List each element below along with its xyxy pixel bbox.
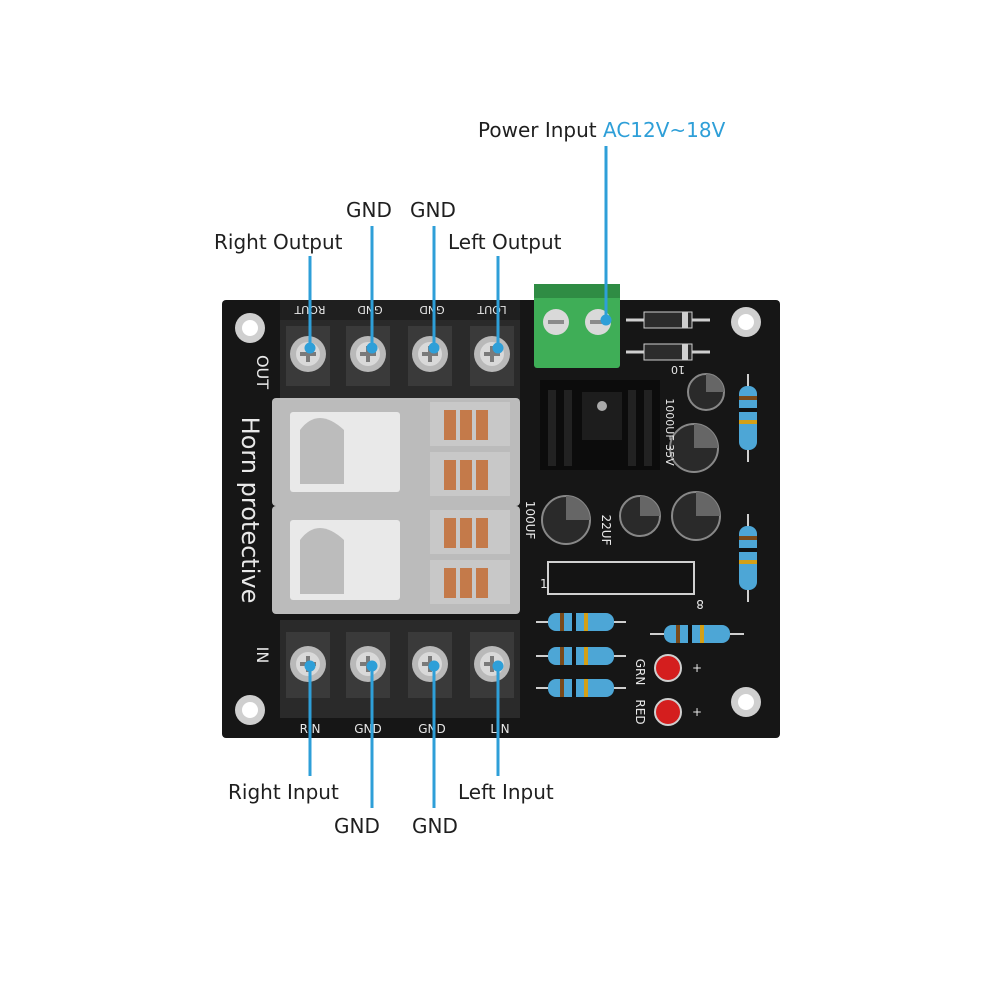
resistor-icon: [536, 647, 626, 665]
resistor-icon: [739, 374, 757, 462]
heatsink-icon: [540, 380, 660, 470]
terminal-label: LOUT: [477, 303, 506, 316]
ic-pin-label: 8: [696, 597, 704, 611]
screw-terminal-icon: [408, 632, 452, 698]
cap-label: 100UF: [523, 501, 537, 540]
resistor-icon: [536, 613, 626, 631]
terminal-label: GND: [357, 303, 382, 316]
gnd-input-callout-2: GND: [412, 814, 458, 838]
cap-label: 22UF: [599, 515, 613, 546]
mounting-hole-icon: [731, 687, 761, 717]
resistor-icon: [536, 679, 626, 697]
left-output-callout: Left Output: [448, 230, 562, 254]
screw-terminal-icon: [470, 632, 514, 698]
led-icon: [654, 698, 682, 726]
left-input-callout: Left Input: [458, 780, 554, 804]
cap-label: 1000UF 35V: [663, 398, 676, 466]
ic-chip-icon: [547, 561, 695, 595]
right-input-callout: Right Input: [228, 780, 339, 804]
screw-terminal-icon: [286, 326, 330, 386]
mounting-hole-icon: [731, 307, 761, 337]
led-icon: [654, 654, 682, 682]
silk-label: 10: [671, 363, 685, 376]
capacitor-icon: [541, 495, 591, 545]
led-label: RED: [633, 699, 647, 724]
pointer-lines: [304, 146, 612, 808]
ic-pin-label: 1: [540, 577, 548, 591]
mounting-hole-icon: [235, 313, 265, 343]
relay-icon: [272, 398, 520, 506]
screw-terminal-icon: [470, 326, 514, 386]
terminal-label: GND: [419, 303, 444, 316]
power-input-label: Power Input: [478, 118, 597, 142]
capacitor-icon: [671, 491, 721, 541]
relay-icon: [272, 506, 520, 614]
diode-icon: [626, 311, 710, 329]
right-output-callout: Right Output: [214, 230, 343, 254]
power-terminal-icon: [534, 284, 620, 368]
terminal-label: GND: [354, 722, 382, 736]
led-plus-label: +: [692, 661, 702, 675]
section-in-label: IN: [253, 647, 272, 664]
board-title: Horn protective: [236, 417, 264, 604]
terminal-label: LIN: [490, 722, 509, 736]
section-out-label: OUT: [253, 355, 272, 389]
gnd-input-callout-1: GND: [334, 814, 380, 838]
terminal-label: GND: [418, 722, 446, 736]
gnd-output-callout-1: GND: [346, 198, 392, 222]
led-label: GRN: [633, 659, 647, 686]
resistor-icon: [650, 625, 744, 643]
screw-terminal-icon: [286, 632, 330, 698]
capacitor-icon: [619, 495, 661, 537]
mounting-hole-icon: [235, 695, 265, 725]
led-plus-label: +: [692, 705, 702, 719]
gnd-output-callout-2: GND: [410, 198, 456, 222]
resistor-icon: [739, 514, 757, 602]
power-input-callout: Power Input AC12V~18V: [478, 118, 725, 142]
diode-icon: [626, 343, 710, 361]
capacitor-icon: [687, 373, 725, 411]
screw-terminal-icon: [346, 326, 390, 386]
capacitor-icon: [669, 423, 719, 473]
power-input-spec: AC12V~18V: [602, 118, 726, 142]
screw-terminal-icon: [408, 326, 452, 386]
